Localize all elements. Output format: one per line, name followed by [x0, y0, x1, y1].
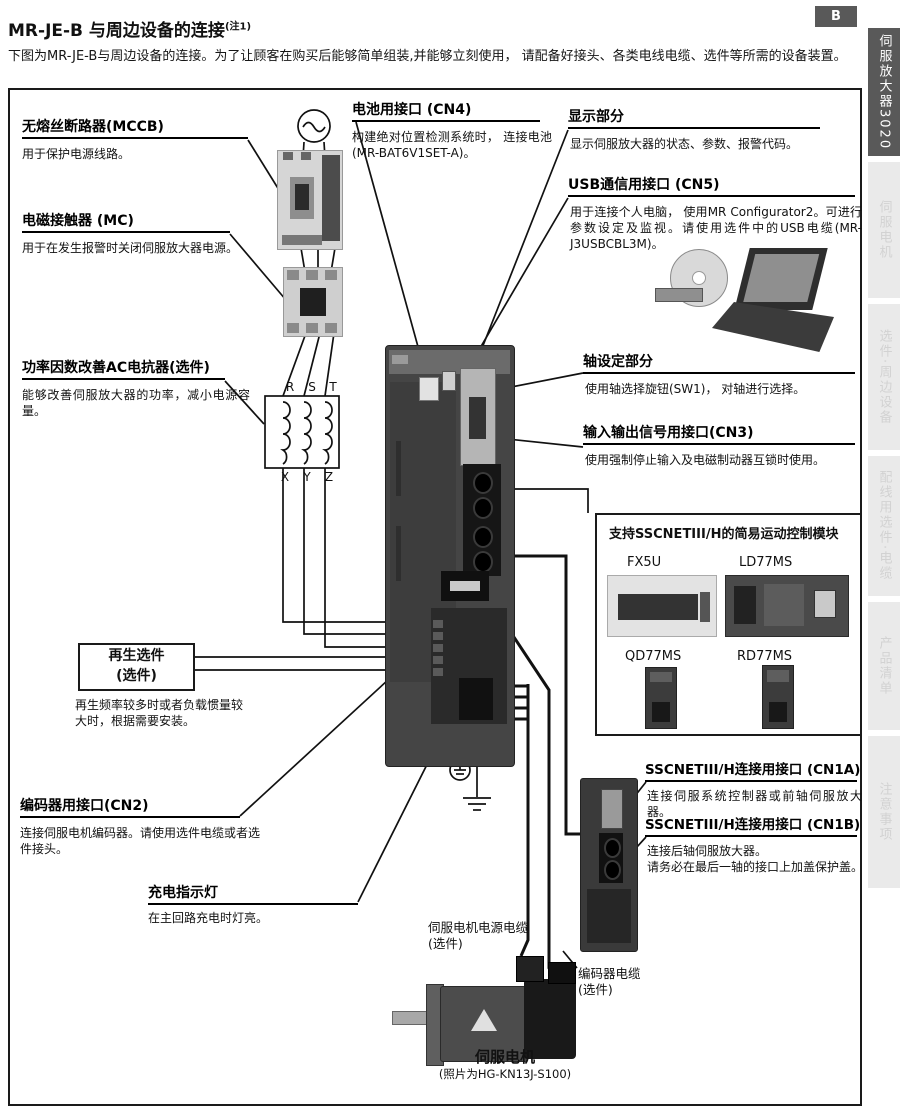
- reactor-terminal-y: Y: [303, 470, 311, 484]
- qd77ms-photo: [645, 667, 677, 729]
- reactor-terminal-x: X: [280, 470, 290, 484]
- callout-display-title: 显示部分: [568, 109, 820, 130]
- motor-encoder-connector: [548, 962, 576, 984]
- servo-motor-photo: [440, 986, 528, 1062]
- cn1b-port: [473, 526, 493, 548]
- mc-photo: [283, 267, 343, 337]
- rd77ms-photo: [762, 665, 794, 729]
- callout-usb-body: 用于连接个人电脑， 使用MR Configurator2。可进行参数设定及监视。…: [570, 205, 862, 252]
- module-label-ld77ms: LD77MS: [739, 555, 793, 570]
- fx5u-photo: [607, 575, 717, 637]
- second-amp-cn1b-port: [604, 860, 621, 880]
- motion-module-box: 支持SSCNETIII/H的简易运动控制模块 FX5U LD77MS QD77M…: [595, 513, 862, 736]
- callout-cn4-title: 电池用接口 (CN4): [352, 102, 540, 123]
- regen-option-line2: (选件): [116, 667, 157, 684]
- motor-power-cable-label: 伺服电机电源电缆 (选件): [428, 920, 529, 952]
- laptop-screen-photo: [734, 248, 828, 310]
- servo-amplifier-photo: [385, 345, 515, 767]
- callout-mc-body: 用于在发生报警时关闭伺服放大器电源。: [22, 241, 239, 255]
- encoder-connector-cn2: [441, 571, 489, 601]
- motion-module-box-title: 支持SSCNETIII/H的简易运动控制模块: [609, 527, 839, 542]
- ld77ms-photo: [725, 575, 849, 637]
- mccb-photo: [277, 150, 343, 250]
- callout-usb-title: USB通信用接口 (CN5): [568, 177, 855, 198]
- callout-cn4-body: 构建绝对位置检测系统时， 连接电池(MR-BAT6V1SET-A)。: [352, 130, 552, 161]
- callout-axis-body: 使用轴选择旋钮(SW1)， 对轴进行选择。: [585, 382, 806, 396]
- callout-mc-title: 电磁接触器 (MC): [22, 213, 230, 234]
- sidebar-tab-servo-amplifier[interactable]: 伺服放大器3020: [868, 28, 900, 156]
- usb-cable-connector-photo: [655, 288, 703, 302]
- callout-cn1b-body2: 请务必在最后一轴的接口上加盖保护盖。: [647, 860, 864, 874]
- callout-cn1a-body: 连接伺服系统控制器或前轴伺服放大器。: [647, 789, 862, 820]
- callout-cn1b-title: SSCNETIII/H连接用接口 (CN1B): [645, 818, 860, 837]
- battery-connector-cn4: [419, 377, 439, 401]
- callout-cn3-body: 使用强制停止输入及电磁制动器互锁时使用。: [585, 453, 826, 467]
- reactor-terminal-z: Z: [324, 470, 334, 484]
- module-label-fx5u: FX5U: [627, 555, 662, 570]
- callout-axis-title: 轴设定部分: [583, 354, 855, 375]
- sscnet-connector-block: [463, 464, 501, 576]
- page-title: MR-JE-B 与周边设备的连接(注1): [8, 16, 251, 41]
- reactor-terminal-s: S: [308, 380, 316, 394]
- module-label-qd77ms: QD77MS: [625, 649, 682, 664]
- callout-charge-lamp-body: 在主回路充电时灯亮。: [148, 911, 269, 925]
- sidebar-tab-wiring-cables[interactable]: 配线用选件·电缆: [868, 456, 900, 596]
- callout-cn3-title: 输入输出信号用接口(CN3): [583, 425, 855, 446]
- regen-option-line1: 再生选件: [108, 648, 165, 664]
- cn1a-port: [473, 472, 493, 494]
- usb-connector-cn5: [442, 371, 456, 391]
- second-servo-amplifier-photo: [580, 778, 638, 952]
- callout-reactor-body: 能够改善伺服放大器的功率，减小电源容量。: [22, 388, 250, 419]
- callout-mccb-title: 无熔丝断路器(MCCB): [22, 119, 248, 140]
- second-amp-cn1a-port: [604, 838, 621, 858]
- callout-display-body: 显示伺服放大器的状态、参数、报警代码。: [570, 137, 799, 151]
- callout-cn2-body: 连接伺服电机编码器。请使用选件电缆或者选件接头。: [20, 826, 261, 857]
- page-title-text: MR-JE-B 与周边设备的连接: [8, 21, 225, 42]
- section-badge: B: [815, 6, 857, 27]
- mitsubishi-logo: [392, 355, 408, 364]
- regen-option-box: 再生选件 (选件): [78, 643, 195, 691]
- servo-motor-model-note: (照片为HG-KN13J-S100): [438, 1067, 572, 1081]
- module-label-rd77ms: RD77MS: [737, 649, 793, 664]
- encoder-cable-label: 编码器电缆 (选件): [578, 966, 641, 998]
- callout-mccb-body: 用于保护电源线路。: [22, 147, 131, 161]
- regen-option-body: 再生频率较多时或者负载惯量较大时，根据需要安装。: [75, 698, 244, 729]
- callout-charge-lamp-title: 充电指示灯: [148, 885, 358, 906]
- reactor-terminal-t: T: [329, 380, 337, 394]
- callout-cn1b-body: 连接后轴伺服放大器。: [647, 844, 768, 858]
- callout-cn2-title: 编码器用接口(CN2): [20, 798, 240, 819]
- terminal-block: [431, 608, 507, 724]
- motor-encoder-cap: [524, 979, 576, 1059]
- servo-motor-label: 伺服电机: [474, 1048, 535, 1066]
- reactor-terminal-r: R: [285, 380, 295, 394]
- page-title-note: (注1): [224, 21, 252, 33]
- sidebar-tab-servo-motor[interactable]: 伺服电机: [868, 162, 900, 298]
- motor-power-connector: [516, 956, 544, 982]
- sidebar-tab-precautions[interactable]: 注意事项: [868, 736, 900, 888]
- io-connector-cn3: [460, 368, 496, 466]
- warning-triangle: [471, 1009, 497, 1031]
- callout-reactor-title: 功率因数改善AC电抗器(选件): [22, 360, 225, 381]
- intro-paragraph: 下图为MR-JE-B与周边设备的连接。为了让顾客在购买后能够简单组装,并能够立刻…: [8, 49, 847, 64]
- sidebar-tab-options-peripherals[interactable]: 选件·周边设备: [868, 304, 900, 450]
- callout-cn1a-title: SSCNETIII/H连接用接口 (CN1A): [645, 763, 860, 782]
- sidebar-tab-product-list[interactable]: 产品清单: [868, 602, 900, 730]
